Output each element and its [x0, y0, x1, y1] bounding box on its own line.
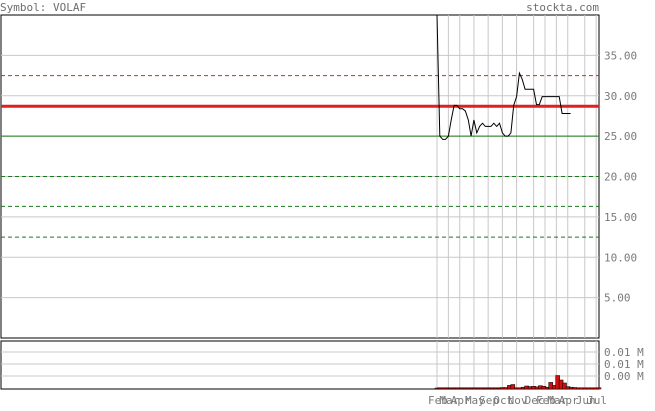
time-tick-label: Oct [493, 394, 513, 406]
volume-axis-ticks: 0.01 M0.01 M0.00 M [604, 346, 644, 383]
price-axis-ticks: 35.00 30.00 25.00 20.00 15.00 10.00 5.00 [604, 49, 637, 304]
time-tick-label: Sep [479, 394, 499, 406]
support-resistance-levels [1, 75, 599, 238]
volume-tick-label: 0.01 M [604, 346, 644, 359]
price-tick-label: 10.00 [604, 251, 637, 264]
price-tick-label: 15.00 [604, 211, 637, 224]
volume-bar [562, 382, 567, 390]
volume-tick-label: 0.01 M [604, 358, 644, 371]
price-line [436, 14, 571, 140]
symbol-label: Symbol: VOLAF [0, 1, 86, 14]
price-tick-label: 25.00 [604, 130, 637, 143]
price-series [436, 14, 571, 140]
site-label: stockta.com [526, 1, 599, 14]
price-tick-label: 5.00 [604, 292, 631, 305]
volume-panel: 0.01 M0.01 M0.00 M [0, 340, 644, 390]
volume-tick-label: 0.00 M [604, 370, 644, 383]
time-tick-label: Mar [439, 394, 459, 406]
time-tick-label: Mar [547, 394, 567, 406]
time-tick-label: Nov [508, 394, 528, 406]
volume-bars [434, 375, 602, 390]
time-tick-label: Dec [525, 394, 545, 406]
time-tick-label: Jul [587, 394, 607, 406]
volume-time-gridlines [436, 341, 597, 389]
price-tick-label: 35.00 [604, 49, 637, 62]
time-tick-label: May [465, 394, 485, 406]
volume-bar [510, 384, 516, 390]
price-gridlines [1, 54, 599, 299]
price-tick-label: 30.00 [604, 90, 637, 103]
time-tick-label: Feb [428, 394, 448, 406]
time-tick-label: Jun [576, 394, 596, 406]
price-panel: 35.00 30.00 25.00 20.00 15.00 10.00 5.00 [0, 14, 637, 339]
volume-bar [596, 387, 602, 390]
time-tick-label: Feb [536, 394, 556, 406]
time-tick-label: Apr [451, 394, 471, 406]
price-tick-label: 20.00 [604, 171, 637, 184]
volume-gridlines [1, 351, 599, 377]
volume-panel-frame [0, 340, 600, 390]
time-tick-label: Apr [559, 394, 579, 406]
